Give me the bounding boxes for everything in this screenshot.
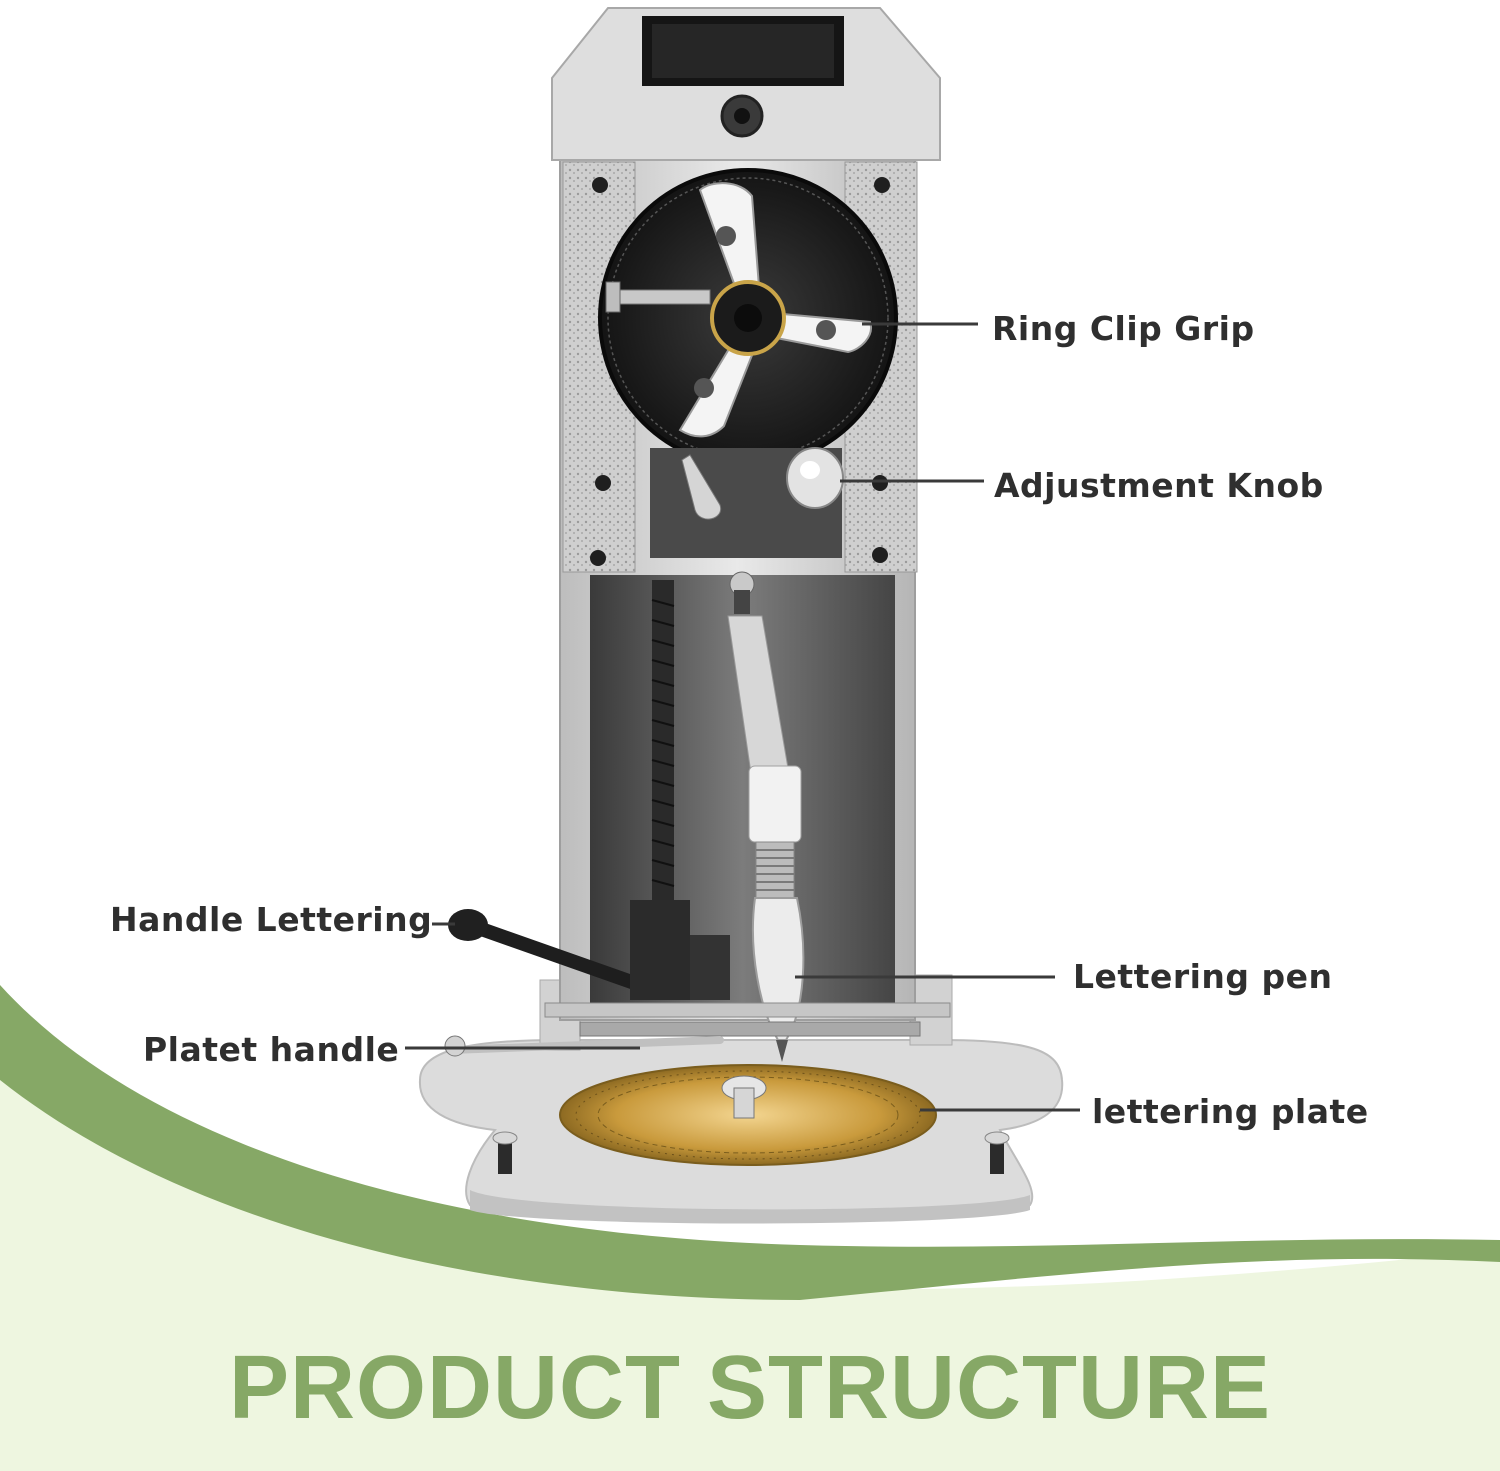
adjustment-knob	[786, 447, 844, 509]
label-lettering-pen: Lettering pen	[1073, 957, 1333, 996]
green-wave-band	[0, 985, 1500, 1300]
label-ring-clip-grip: Ring Clip Grip	[992, 309, 1255, 348]
pen-spring	[755, 841, 795, 899]
page-title: PRODUCT STRUCTURE	[229, 1338, 1271, 1438]
cross-rail	[544, 1002, 951, 1018]
pen-collar	[748, 765, 802, 843]
crank-handle	[463, 918, 647, 992]
left-foot	[498, 1138, 512, 1174]
right-foot	[990, 1138, 1004, 1174]
pale-green-band	[0, 1000, 1500, 1471]
label-lettering-plate: lettering plate	[1092, 1092, 1369, 1131]
callout-lines	[405, 322, 1080, 1112]
label-adjustment-knob: Adjustment Knob	[994, 466, 1324, 505]
crank-knob	[448, 909, 488, 941]
label-platet-handle: Platet handle	[143, 1030, 400, 1069]
label-handle-lettering: Handle Lettering	[110, 900, 433, 939]
base-shadow	[470, 1190, 1030, 1224]
